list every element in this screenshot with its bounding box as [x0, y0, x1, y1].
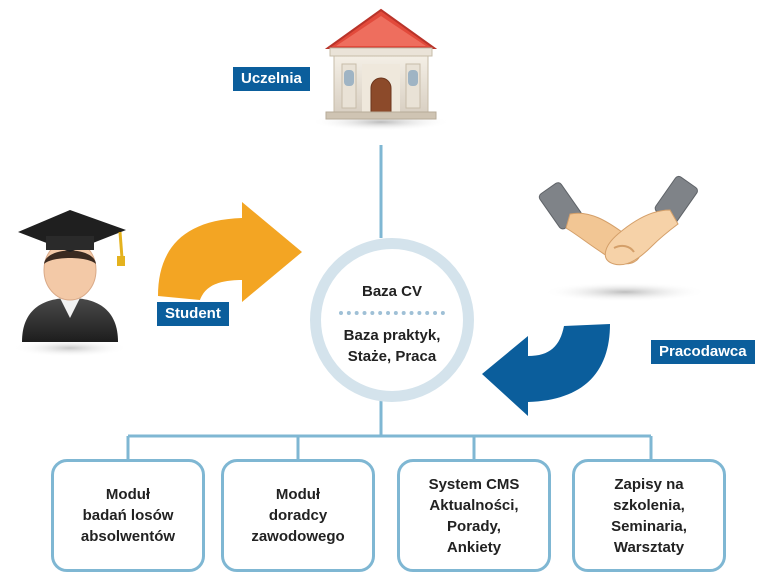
curved-arrow-icon: [482, 324, 610, 416]
module-box-cms: System CMS Aktualności, Porady, Ankiety: [397, 459, 551, 572]
employer-label: Pracodawca: [651, 340, 755, 364]
center-subtitle-line2: Staże, Praca: [347, 348, 437, 365]
module-box-registrations: Zapisy na szkolenia, Seminaria, Warsztat…: [572, 459, 726, 572]
module-label: Zapisy na szkolenia, Seminaria, Warsztat…: [611, 475, 687, 556]
center-separator: [339, 311, 445, 315]
university-building-icon: [311, 8, 451, 131]
graduate-student-icon: [12, 210, 128, 357]
module-label: System CMS Aktualności, Porady, Ankiety: [428, 475, 520, 556]
handshake-icon: [538, 175, 707, 302]
module-box-graduate-tracking: Moduł badań losów absolwentów: [51, 459, 205, 572]
center-database-node: Baza CV Baza praktyk, Staże, Praca: [310, 238, 474, 402]
center-subtitle: Baza praktyk, Staże, Praca: [321, 325, 463, 367]
module-label: Moduł doradcy zawodowego: [251, 486, 345, 545]
center-subtitle-line1: Baza praktyk,: [343, 327, 441, 344]
curved-arrow-icon: [158, 202, 302, 302]
student-label: Student: [157, 302, 229, 326]
module-box-career-advisor: Moduł doradcy zawodowego: [221, 459, 375, 572]
university-label: Uczelnia: [233, 67, 310, 91]
module-label: Moduł badań losów absolwentów: [80, 486, 176, 545]
center-title: Baza CV: [361, 283, 423, 300]
